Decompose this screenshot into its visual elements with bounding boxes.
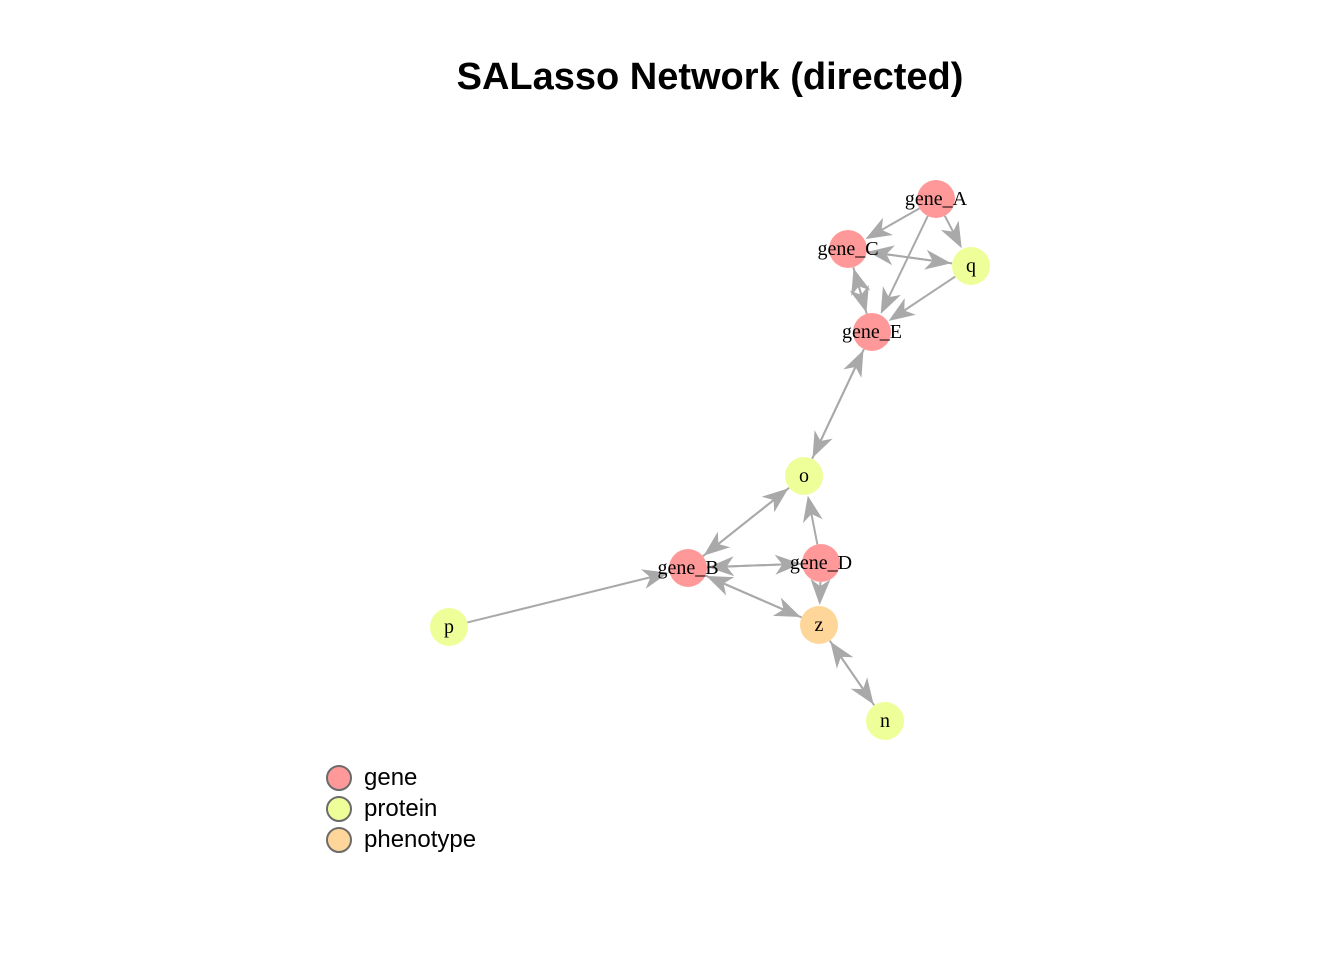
node-circle [802, 544, 840, 582]
edge-arrowhead [865, 217, 893, 240]
legend-item-phenotype: phenotype [326, 824, 476, 855]
node-label: p [444, 616, 454, 638]
edges-layer [467, 207, 962, 706]
edge-p-gene_B [467, 569, 669, 624]
legend-swatch-protein [326, 795, 352, 822]
edge-arrowhead [803, 495, 823, 524]
node-gene_A: gene_A [905, 180, 968, 218]
node-label: gene_E [842, 321, 902, 343]
legend-label: phenotype [364, 825, 477, 853]
edge-o-gene_B [703, 487, 790, 556]
edge-line [467, 575, 656, 624]
edge-gene_A-gene_C [865, 207, 920, 240]
edge-gene_E-gene_C [851, 268, 871, 315]
edge-arrowhead [706, 575, 735, 596]
edge-arrowhead [924, 249, 952, 270]
edge-line [885, 215, 929, 302]
edge-gene_A-q [940, 215, 962, 249]
node-label: n [880, 710, 890, 732]
edge-q-gene_E [888, 275, 956, 321]
node-gene_C: gene_C [817, 230, 879, 268]
edge-line [877, 207, 920, 234]
edge-line [809, 509, 819, 545]
edge-line [817, 348, 865, 446]
edge-line [856, 281, 868, 315]
edge-arrowhead [707, 556, 735, 577]
edge-arrowhead [867, 245, 895, 266]
node-circle [917, 180, 955, 218]
node-circle [866, 702, 904, 740]
legend: gene protein phenotype [326, 762, 476, 855]
nodes-layer: gene_A gene_Cq gene_Eo gene_B gene_Dz p n [430, 180, 990, 740]
edge-arrowhead [888, 298, 916, 321]
edge-gene_A-gene_E [880, 215, 929, 314]
node-label: gene_C [817, 238, 878, 260]
node-o: o [785, 457, 823, 495]
edge-line [721, 562, 803, 568]
node-gene_D: gene_D [790, 544, 852, 582]
legend-item-protein: protein [326, 793, 476, 824]
edge-gene_D-gene_B [707, 556, 803, 577]
node-gene_B: gene_B [657, 549, 719, 587]
edge-arrowhead [830, 641, 854, 669]
node-label: gene_B [657, 557, 718, 579]
edge-gene_D-o [803, 495, 823, 545]
node-label: gene_A [905, 188, 968, 210]
node-circle [853, 313, 891, 351]
edge-n-z [830, 641, 876, 706]
diagram-title: SALasso Network (directed) [456, 56, 964, 98]
node-z: z [800, 606, 838, 644]
legend-item-gene: gene [326, 762, 476, 793]
edge-arrowhead [640, 569, 669, 589]
edge-line [714, 487, 790, 548]
edge-gene_C-q [866, 249, 952, 270]
node-label: o [799, 465, 809, 487]
edge-arrowhead [772, 597, 801, 618]
node-circle [800, 606, 838, 644]
node-label: q [966, 255, 976, 277]
edge-arrowhead [843, 350, 864, 378]
legend-swatch-phenotype [326, 826, 352, 853]
node-label: z [815, 614, 824, 636]
node-n: n [866, 702, 904, 740]
edge-line [899, 275, 956, 314]
edge-arrowhead [940, 220, 962, 249]
node-circle [669, 549, 707, 587]
edge-arrowhead [880, 286, 901, 314]
node-circle [785, 457, 823, 495]
node-gene_E: gene_E [842, 313, 902, 351]
edge-line [866, 250, 938, 263]
edge-arrowhead [851, 268, 871, 296]
node-label: gene_D [790, 552, 852, 574]
edge-arrowhead [703, 531, 731, 556]
legend-label: gene [364, 763, 418, 791]
legend-swatch-gene [326, 764, 352, 791]
node-circle [430, 608, 468, 646]
node-p: p [430, 608, 468, 646]
node-q: q [952, 247, 990, 285]
edge-line [718, 580, 802, 619]
edge-gene_E-o [812, 348, 865, 458]
edge-gene_D-z [810, 578, 831, 606]
edge-arrowhead [810, 578, 831, 606]
node-circle [829, 230, 867, 268]
legend-label: protein [364, 794, 438, 822]
edge-z-gene_B [706, 575, 802, 619]
edge-arrowhead [812, 430, 833, 458]
node-circle [952, 247, 990, 285]
edge-line [837, 652, 876, 706]
